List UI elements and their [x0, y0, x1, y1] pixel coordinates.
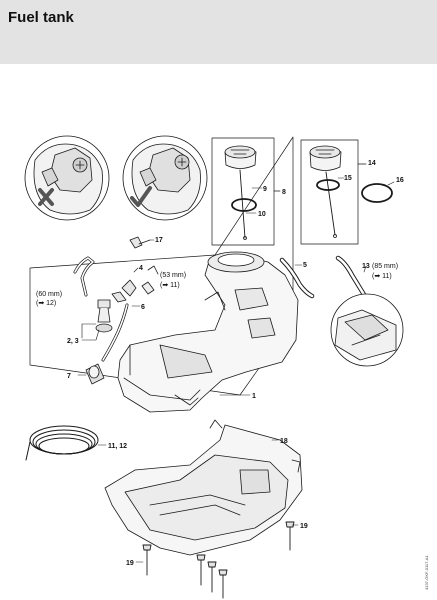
label-53mm-reference: (➡ 11) — [160, 282, 180, 289]
label-6: 6 — [141, 304, 145, 311]
screw-part-17 — [129, 236, 151, 249]
check-mark-icon — [130, 186, 152, 207]
label-16: 16 — [396, 177, 404, 184]
cap-group-frame-8 — [211, 137, 275, 246]
label-4: 4 — [139, 265, 143, 272]
screws-part-19 — [142, 521, 295, 599]
detail-circle-wrong — [24, 135, 110, 221]
detail-circle-right — [122, 135, 208, 221]
o-ring-part-16 — [361, 183, 393, 203]
fuel-pickup-parts — [73, 256, 159, 385]
label-8: 8 — [282, 189, 286, 196]
label-10: 10 — [258, 211, 266, 218]
label-1: 1 — [252, 393, 256, 400]
label-11-12: 11, 12 — [108, 443, 127, 450]
label-60mm-reference: (➡ 12) — [36, 300, 56, 307]
label-7: 7 — [67, 373, 71, 380]
label-19-right: 19 — [300, 523, 308, 530]
label-9: 9 — [263, 186, 267, 193]
label-60mm-dimension: (60 mm) — [36, 291, 62, 298]
label-5: 5 — [303, 262, 307, 269]
cap-group-frame-14 — [300, 139, 359, 245]
label-13-reference: (➡ 11) — [372, 273, 392, 280]
label-13-dimension: (85 mm) — [372, 263, 398, 270]
cross-mark-icon — [38, 188, 54, 206]
page-title: Fuel tank — [8, 9, 74, 26]
drawing-code: 4137-GKF-0117-A1 — [424, 555, 429, 590]
label-17: 17 — [155, 237, 163, 244]
label-19-left: 19 — [126, 560, 134, 567]
leader-lines — [77, 177, 395, 563]
tank-shroud-part-18 — [104, 419, 303, 556]
fuel-cap-part-8 — [224, 145, 257, 240]
hose-coil-part-11-12 — [25, 425, 99, 461]
fuel-tank-part-1 — [117, 251, 299, 413]
label-2-3: 2, 3 — [67, 338, 79, 345]
detail-circle-hose — [330, 293, 404, 367]
label-14: 14 — [368, 160, 376, 167]
label-13: 13 — [362, 263, 370, 270]
label-15: 15 — [344, 175, 352, 182]
fuel-cap-part-14 — [309, 145, 342, 238]
label-53mm-dimension: (53 mm) — [160, 272, 186, 279]
header-bar: Fuel tank — [0, 0, 437, 64]
label-18: 18 — [280, 438, 288, 445]
